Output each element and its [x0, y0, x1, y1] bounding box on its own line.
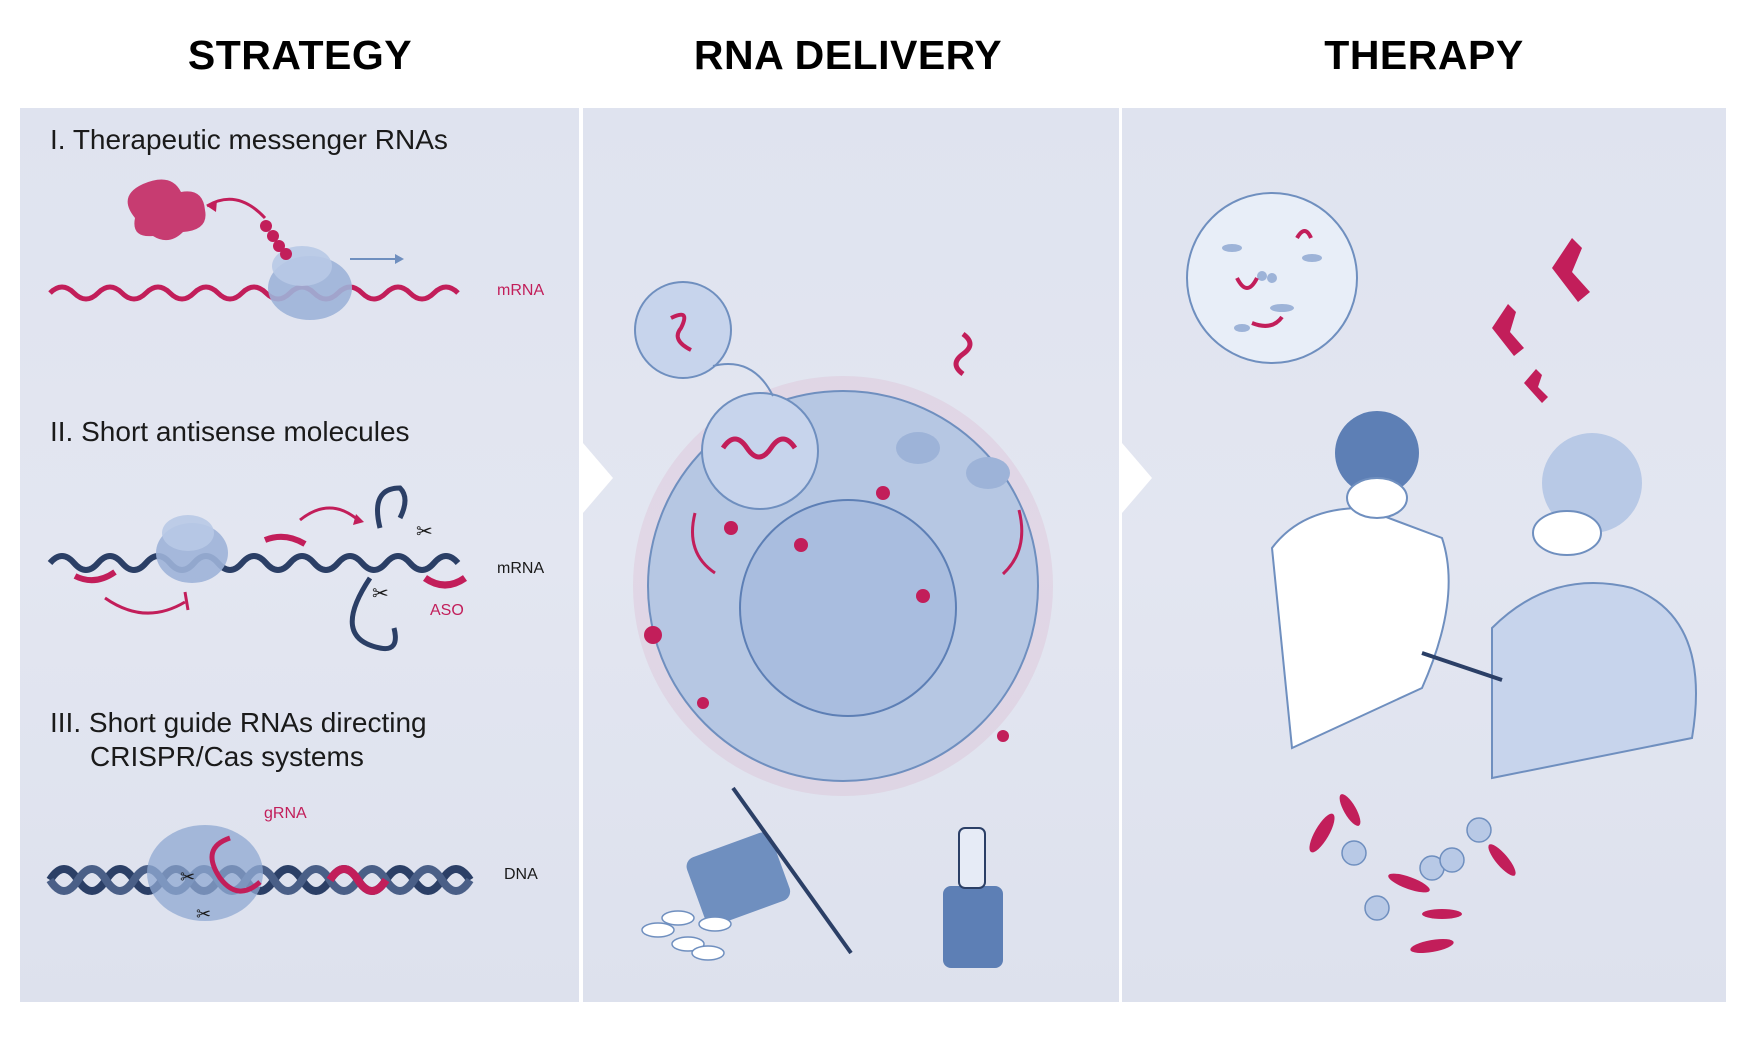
- therapy-panel: [1122, 108, 1726, 1002]
- delivery-panel: [583, 108, 1119, 1002]
- nucleus-icon: [739, 499, 957, 717]
- entry-arrow-left-icon: [691, 512, 716, 575]
- scissors-3-icon: ✂: [180, 867, 195, 887]
- grna-label: gRNA: [264, 805, 307, 822]
- header-therapy: THERAPY: [1324, 32, 1524, 78]
- grna-icon: [209, 835, 262, 894]
- pill-bottle-icon: [641, 832, 791, 961]
- inhibition-arrow-icon: [104, 596, 186, 615]
- ribosome-icon: [268, 246, 352, 320]
- therapy-illustration: [1122, 192, 1697, 954]
- nasal-spray-icon: [943, 827, 1003, 968]
- folded-protein-icon: [127, 179, 206, 241]
- strategy-item-1: I. Therapeutic messenger RNAs: [50, 124, 448, 155]
- aso-label: ASO: [430, 602, 464, 619]
- rna-ligand-icon: [953, 331, 973, 377]
- strategy-illustration: ✂ ✂ ✂ ✂: [46, 179, 474, 924]
- microbes-icon: [1222, 244, 1322, 332]
- mrna-label-1: mRNA: [497, 282, 545, 299]
- strategy-item-3-line-2: CRISPR/Cas systems: [90, 741, 364, 772]
- aso-bound-icon: [73, 569, 117, 584]
- injection-syringe-icon: [1421, 651, 1503, 682]
- delivery-illustration: [583, 281, 1053, 968]
- cleaved-fragment-icon: [349, 576, 398, 652]
- antibodies-icon: [1492, 238, 1590, 403]
- aso-molecule-icon: [422, 575, 468, 589]
- strategy-panel: ✂ ✂ ✂ ✂ I. Therapeutic messenger RNAs mR…: [20, 108, 579, 1002]
- mrna-label-2: mRNA: [497, 560, 545, 577]
- small-vesicle-icon: [634, 281, 732, 379]
- receptor-proteins-icon: [896, 432, 1010, 489]
- dna-strand-a-icon: [46, 865, 474, 895]
- header-rna-delivery: RNA DELIVERY: [693, 32, 1003, 78]
- doctor-icon: [1270, 411, 1450, 750]
- dna-label: DNA: [504, 866, 538, 883]
- entry-arrow-right-icon: [1001, 509, 1024, 576]
- dna-target-region-icon: [326, 865, 390, 895]
- mrna-strand-2-icon: [47, 553, 461, 573]
- scissors-4-icon: ✂: [196, 904, 211, 924]
- panel-arrow-icon: [583, 443, 613, 513]
- rna-particles-icon: [644, 486, 1009, 742]
- patient-icon: [1491, 433, 1697, 780]
- lipid-nanoparticle-icon: [701, 392, 819, 510]
- cleavage-arrow-icon: [299, 506, 359, 522]
- scissors-icon: ✂: [416, 521, 433, 543]
- panel-arrow-icon-2: [1122, 443, 1152, 513]
- syringe-icon: [731, 786, 853, 955]
- blood-cells-icon: [1309, 794, 1516, 954]
- strategy-item-2: II. Short antisense molecules: [50, 416, 410, 447]
- uptake-arrow-icon: [712, 363, 774, 397]
- mrna-strand-icon: [48, 284, 460, 302]
- cas-protein-icon: [147, 825, 263, 921]
- blocked-ribosome-icon: [156, 515, 228, 583]
- strategy-item-3-line-1: III. Short guide RNAs directing: [50, 707, 427, 738]
- scissors-2-icon: ✂: [372, 583, 389, 605]
- peptide-chain-icon: [260, 220, 292, 260]
- header-strategy: STRATEGY: [187, 32, 413, 78]
